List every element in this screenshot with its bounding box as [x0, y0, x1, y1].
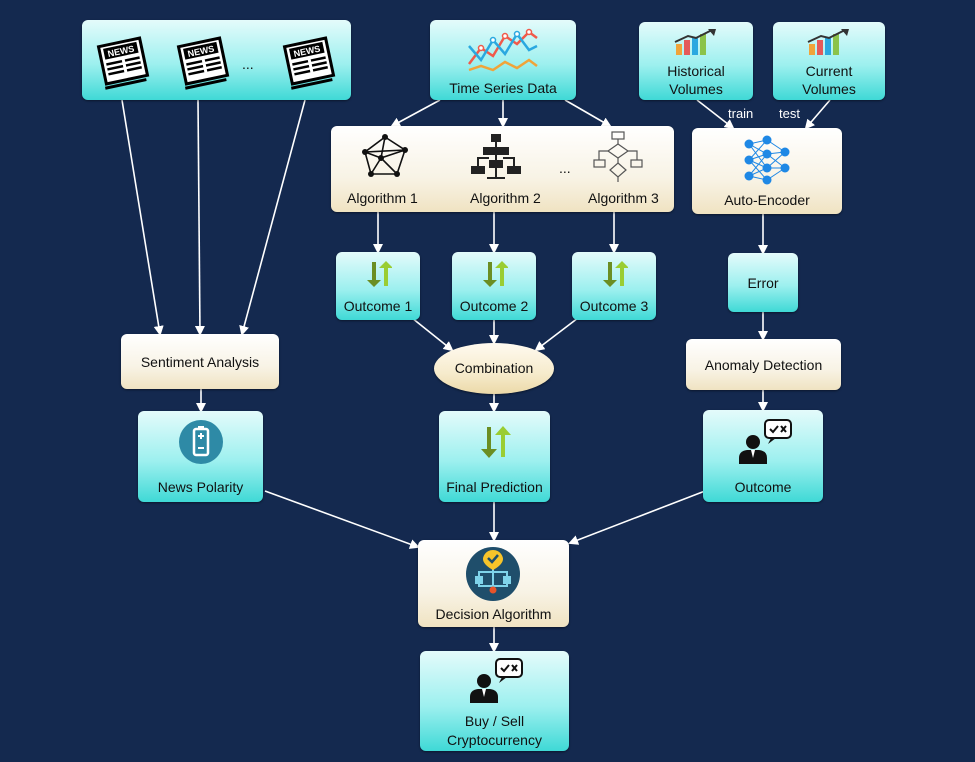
- up-down-arrows-icon: [481, 426, 511, 458]
- battery-icon: [179, 420, 223, 464]
- outcome-right-node: Outcome: [703, 410, 823, 502]
- decision-person-icon: [470, 658, 523, 703]
- outcome-3-label: Outcome 3: [579, 298, 649, 314]
- edge-news3-sentiment: [239, 99, 306, 336]
- current-volumes-label-1: Current: [805, 63, 853, 79]
- combination-label: Combination: [454, 360, 534, 376]
- auto-encoder-label: Auto-Encoder: [724, 192, 810, 208]
- auto-encoder-node: Auto-Encoder: [692, 128, 842, 214]
- flowchart-icon: [471, 134, 521, 179]
- error-label: Error: [747, 275, 779, 291]
- outcome-2-node: Outcome 2: [452, 252, 536, 320]
- edge-ts-alg1: [390, 99, 441, 127]
- edge-outcome-decision: [568, 490, 706, 545]
- flowchart-outline-icon: [593, 131, 643, 182]
- newspaper-icon: NEWS: [176, 36, 230, 90]
- edge-news1-sentiment: [121, 99, 164, 336]
- algorithms-ellipsis: ...: [559, 160, 571, 176]
- edge-polarity-decision: [264, 490, 420, 549]
- edge-out1-comb: [411, 317, 454, 352]
- buy-sell-label-2: Cryptocurrency: [447, 732, 542, 748]
- edge-ts-alg3: [564, 99, 612, 128]
- line-chart-icon: [468, 28, 538, 72]
- buy-sell-node: Buy / Sell Cryptocurrency: [420, 651, 569, 751]
- bar-chart-icon: [807, 29, 849, 55]
- outcome-1-label: Outcome 1: [343, 298, 413, 314]
- up-down-arrows-icon: [367, 261, 392, 287]
- news-polarity-node: News Polarity: [138, 411, 263, 502]
- train-label: train: [728, 106, 754, 121]
- time-series-label: Time Series Data: [449, 80, 557, 96]
- decision-person-icon: [739, 419, 792, 464]
- current-volumes-label-2: Volumes: [802, 81, 856, 97]
- edge-out3-comb: [534, 317, 579, 352]
- news-polarity-label: News Polarity: [157, 479, 244, 495]
- news-sources-node: NEWS NEWS: [82, 20, 351, 100]
- decision-circuit-icon: [466, 547, 520, 601]
- news-ellipsis: ...: [242, 56, 254, 72]
- error-node: Error: [728, 253, 798, 312]
- final-prediction-node: Final Prediction: [439, 411, 550, 502]
- algorithm-2-label: Algorithm 2: [470, 190, 541, 206]
- historical-volumes-label-2: Volumes: [669, 81, 723, 97]
- decision-algorithm-label: Decision Algorithm: [435, 606, 552, 622]
- network-graph-icon: [362, 134, 408, 177]
- time-series-node: Time Series Data: [430, 20, 576, 100]
- decision-algorithm-node: Decision Algorithm: [418, 540, 569, 627]
- outcome-3-node: Outcome 3: [572, 252, 656, 320]
- edge-hist-ae: [696, 99, 735, 130]
- algorithm-3-label: Algorithm 3: [588, 190, 659, 206]
- outcome-right-label: Outcome: [734, 479, 792, 495]
- current-volumes-node: Current Volumes: [773, 22, 885, 100]
- edge-news2-sentiment: [194, 99, 205, 336]
- sentiment-analysis-node: Sentiment Analysis: [121, 334, 279, 389]
- edge-curr-ae: [804, 99, 831, 130]
- up-down-arrows-icon: [483, 261, 508, 287]
- neural-network-icon: [744, 135, 790, 185]
- bar-chart-icon: [674, 29, 716, 55]
- historical-volumes-node: Historical Volumes: [639, 22, 753, 100]
- anomaly-detection-node: Anomaly Detection: [686, 339, 841, 390]
- combination-node: Combination: [434, 343, 554, 394]
- anomaly-detection-label: Anomaly Detection: [704, 357, 823, 373]
- algorithms-node: ... Algorithm 1 Algorithm 2 Algorithm 3: [331, 126, 674, 212]
- outcome-1-node: Outcome 1: [336, 252, 420, 320]
- algorithm-1-label: Algorithm 1: [347, 190, 418, 206]
- test-label: test: [779, 106, 800, 121]
- sentiment-analysis-label: Sentiment Analysis: [140, 354, 260, 370]
- final-prediction-label: Final Prediction: [446, 479, 543, 495]
- outcome-2-label: Outcome 2: [459, 298, 529, 314]
- newspaper-icon: NEWS: [282, 36, 336, 90]
- up-down-arrows-icon: [603, 261, 628, 287]
- buy-sell-label-1: Buy / Sell: [464, 713, 525, 729]
- historical-volumes-label-1: Historical: [667, 63, 725, 79]
- newspaper-icon: NEWS: [96, 36, 150, 90]
